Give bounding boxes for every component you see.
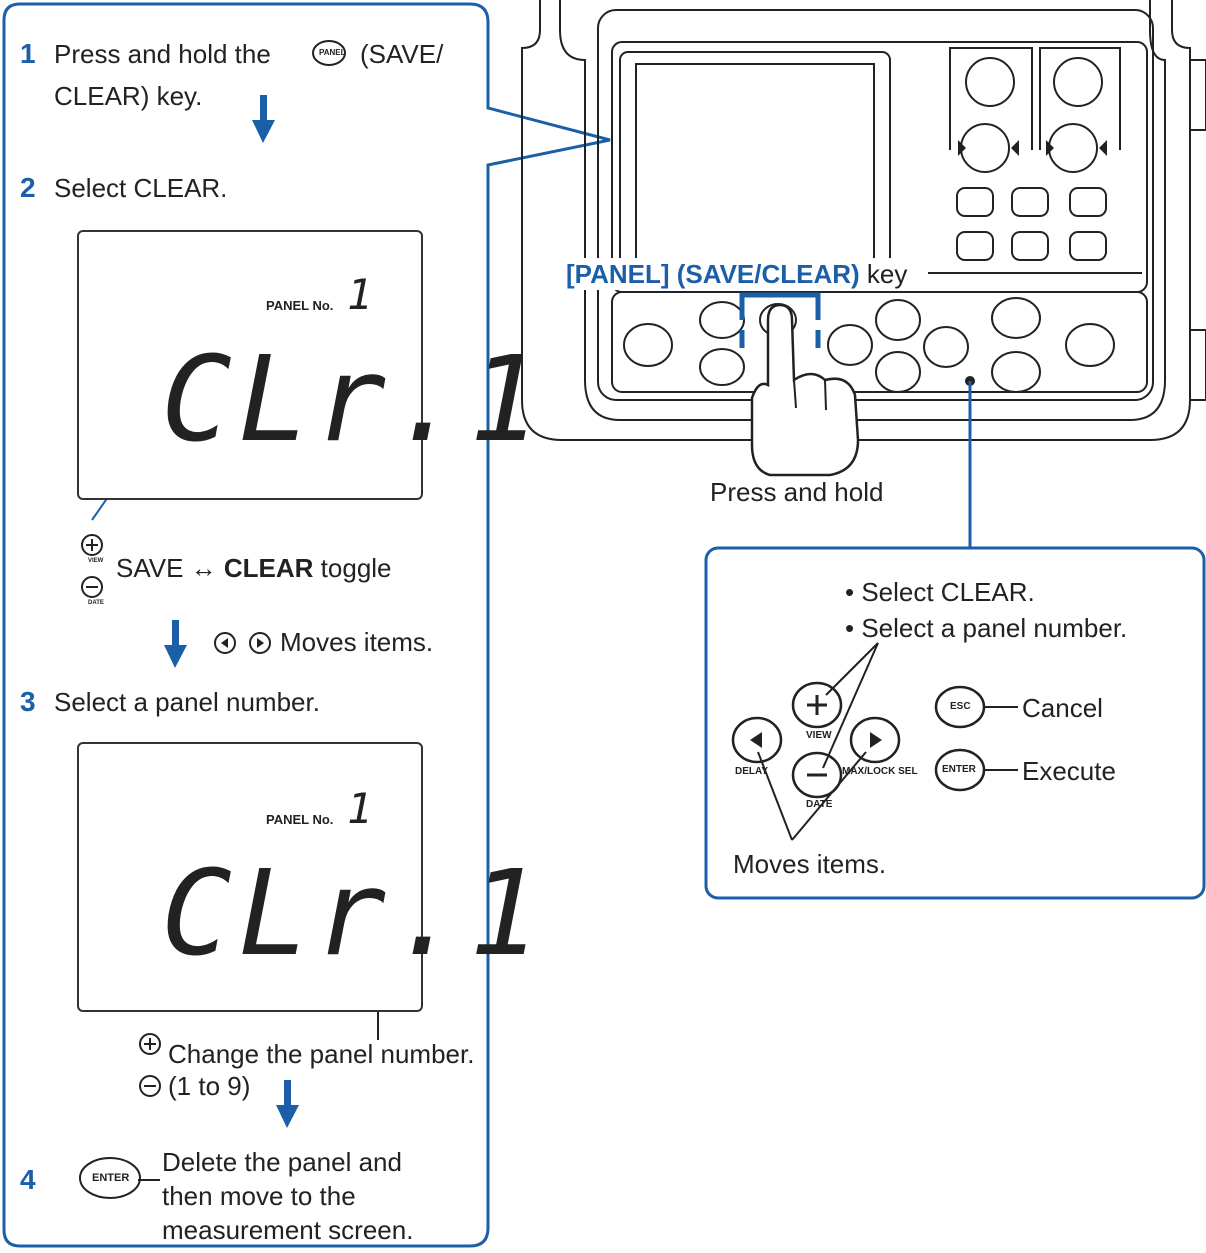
delay-key-label: DELAY (735, 766, 768, 777)
down-arrows (164, 95, 299, 1128)
lcd-display-2: PANEL No. 1 CLr.1 (77, 742, 540, 1012)
enter-key-icon: ENTER (92, 1172, 130, 1184)
view-label: VIEW (88, 558, 104, 564)
range-text: (1 to 9) (168, 1071, 251, 1101)
esc-key-icon: ESC (950, 701, 971, 712)
callout-moves-items: Moves items. (733, 849, 887, 879)
cancel-label: Cancel (1022, 693, 1103, 723)
step-1-text: Press and hold the (54, 39, 271, 69)
lcd-display-1: PANEL No. 1 CLr.1 (77, 230, 540, 500)
panel-no-label: PANEL No. (266, 812, 334, 827)
moves-items-text: Moves items. (280, 627, 434, 657)
execute-label: Execute (1022, 756, 1116, 786)
step-4-line1: Delete the panel and (162, 1147, 402, 1177)
max-lock-key-label: MAX/LOCK SEL (842, 766, 918, 777)
lcd-readout: CLr.1 (161, 844, 547, 982)
step-4-number: 4 (20, 1164, 36, 1195)
step-4-line2: then move to the (162, 1181, 356, 1211)
panel-no-value: 1 (347, 784, 373, 833)
date-key-label: DATE (806, 799, 833, 810)
panel-no-label: PANEL No. (266, 298, 334, 313)
callout-bullet-1: • Select CLEAR. (845, 577, 1035, 607)
key-highlight-bracket (739, 292, 821, 348)
callout-bullet-2: • Select a panel number. (845, 613, 1128, 643)
step-panel-frame (2, 2, 611, 1248)
panel-key-label: [PANEL] (SAVE/CLEAR) key (566, 258, 908, 290)
step-3-number: 3 (20, 686, 36, 717)
step-2-number: 2 (20, 172, 36, 203)
change-panel-text: Change the panel number. (168, 1039, 475, 1069)
press-hold-label: Press and hold (710, 477, 884, 507)
callout-frame (704, 546, 1206, 900)
date-label: DATE (88, 600, 104, 606)
device-outline (521, 0, 1206, 441)
panel-key-icon: PANEL (319, 48, 346, 57)
lcd-readout: CLr.1 (161, 330, 547, 468)
hand-icon (750, 303, 860, 477)
step-1-text-c: CLEAR) key. (54, 81, 203, 111)
panel-no-value: 1 (347, 270, 373, 319)
step-1-number: 1 (20, 38, 36, 69)
toggle-help: SAVE ↔ CLEAR toggle (116, 553, 392, 583)
view-key-label: VIEW (806, 730, 832, 741)
step-1-text-b: (SAVE/ (360, 39, 444, 69)
step-4-line3: measurement screen. (162, 1215, 414, 1245)
enter-key-icon: ENTER (942, 764, 976, 775)
step-3-text: Select a panel number. (54, 687, 320, 717)
step-2-text: Select CLEAR. (54, 173, 228, 203)
